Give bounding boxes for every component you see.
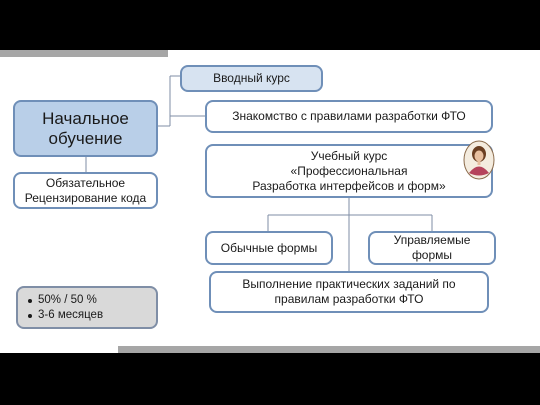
training-course-line3: Разработка интерфейсов и форм» [252, 178, 446, 193]
regular-forms-box: Обычные формы [205, 231, 333, 265]
initial-training-line1: Начальное [42, 108, 129, 128]
practical-tasks-line2: правилам разработки ФТО [274, 292, 424, 306]
diagram-slide: Начальное обучение Вводный курс Знакомст… [0, 50, 540, 353]
notes-list: 50% / 50 % 3-6 месяцев [22, 293, 103, 323]
training-course-line1: Учебный курс [310, 148, 388, 163]
notes-box: 50% / 50 % 3-6 месяцев [16, 286, 158, 329]
practical-tasks-line1: Выполнение практических заданий по [242, 277, 456, 291]
managed-forms-line2: формы [411, 248, 453, 262]
notes-item-ratio: 50% / 50 % [27, 293, 103, 308]
managed-forms-line1: Управляемые [393, 233, 471, 247]
training-course-line2: «Профессиональная [290, 163, 408, 178]
practical-tasks-box: Выполнение практических заданий по прави… [209, 271, 489, 313]
training-course-box: Учебный курс «Профессиональная Разработк… [205, 144, 493, 198]
mandatory-review-line1: Обязательное [45, 175, 126, 190]
mandatory-review-line2: Рецензирование кода [24, 190, 147, 205]
portrait-icon [463, 140, 495, 180]
intro-course-label: Вводный курс [213, 71, 290, 85]
intro-course-box: Вводный курс [180, 65, 323, 92]
notes-item-duration: 3-6 месяцев [27, 308, 104, 321]
initial-training-box: Начальное обучение [13, 100, 158, 157]
top-decor-bar [0, 50, 168, 57]
bottom-decor-bar [118, 346, 540, 353]
managed-forms-box: Управляемые формы [368, 231, 496, 265]
mandatory-review-box: Обязательное Рецензирование кода [13, 172, 158, 209]
initial-training-line2: обучение [48, 128, 123, 148]
connector-lines [85, 75, 433, 271]
regular-forms-label: Обычные формы [220, 240, 318, 255]
rules-acquaintance-label: Знакомство с правилами разработки ФТО [232, 109, 466, 123]
rules-acquaintance-box: Знакомство с правилами разработки ФТО [205, 100, 493, 133]
